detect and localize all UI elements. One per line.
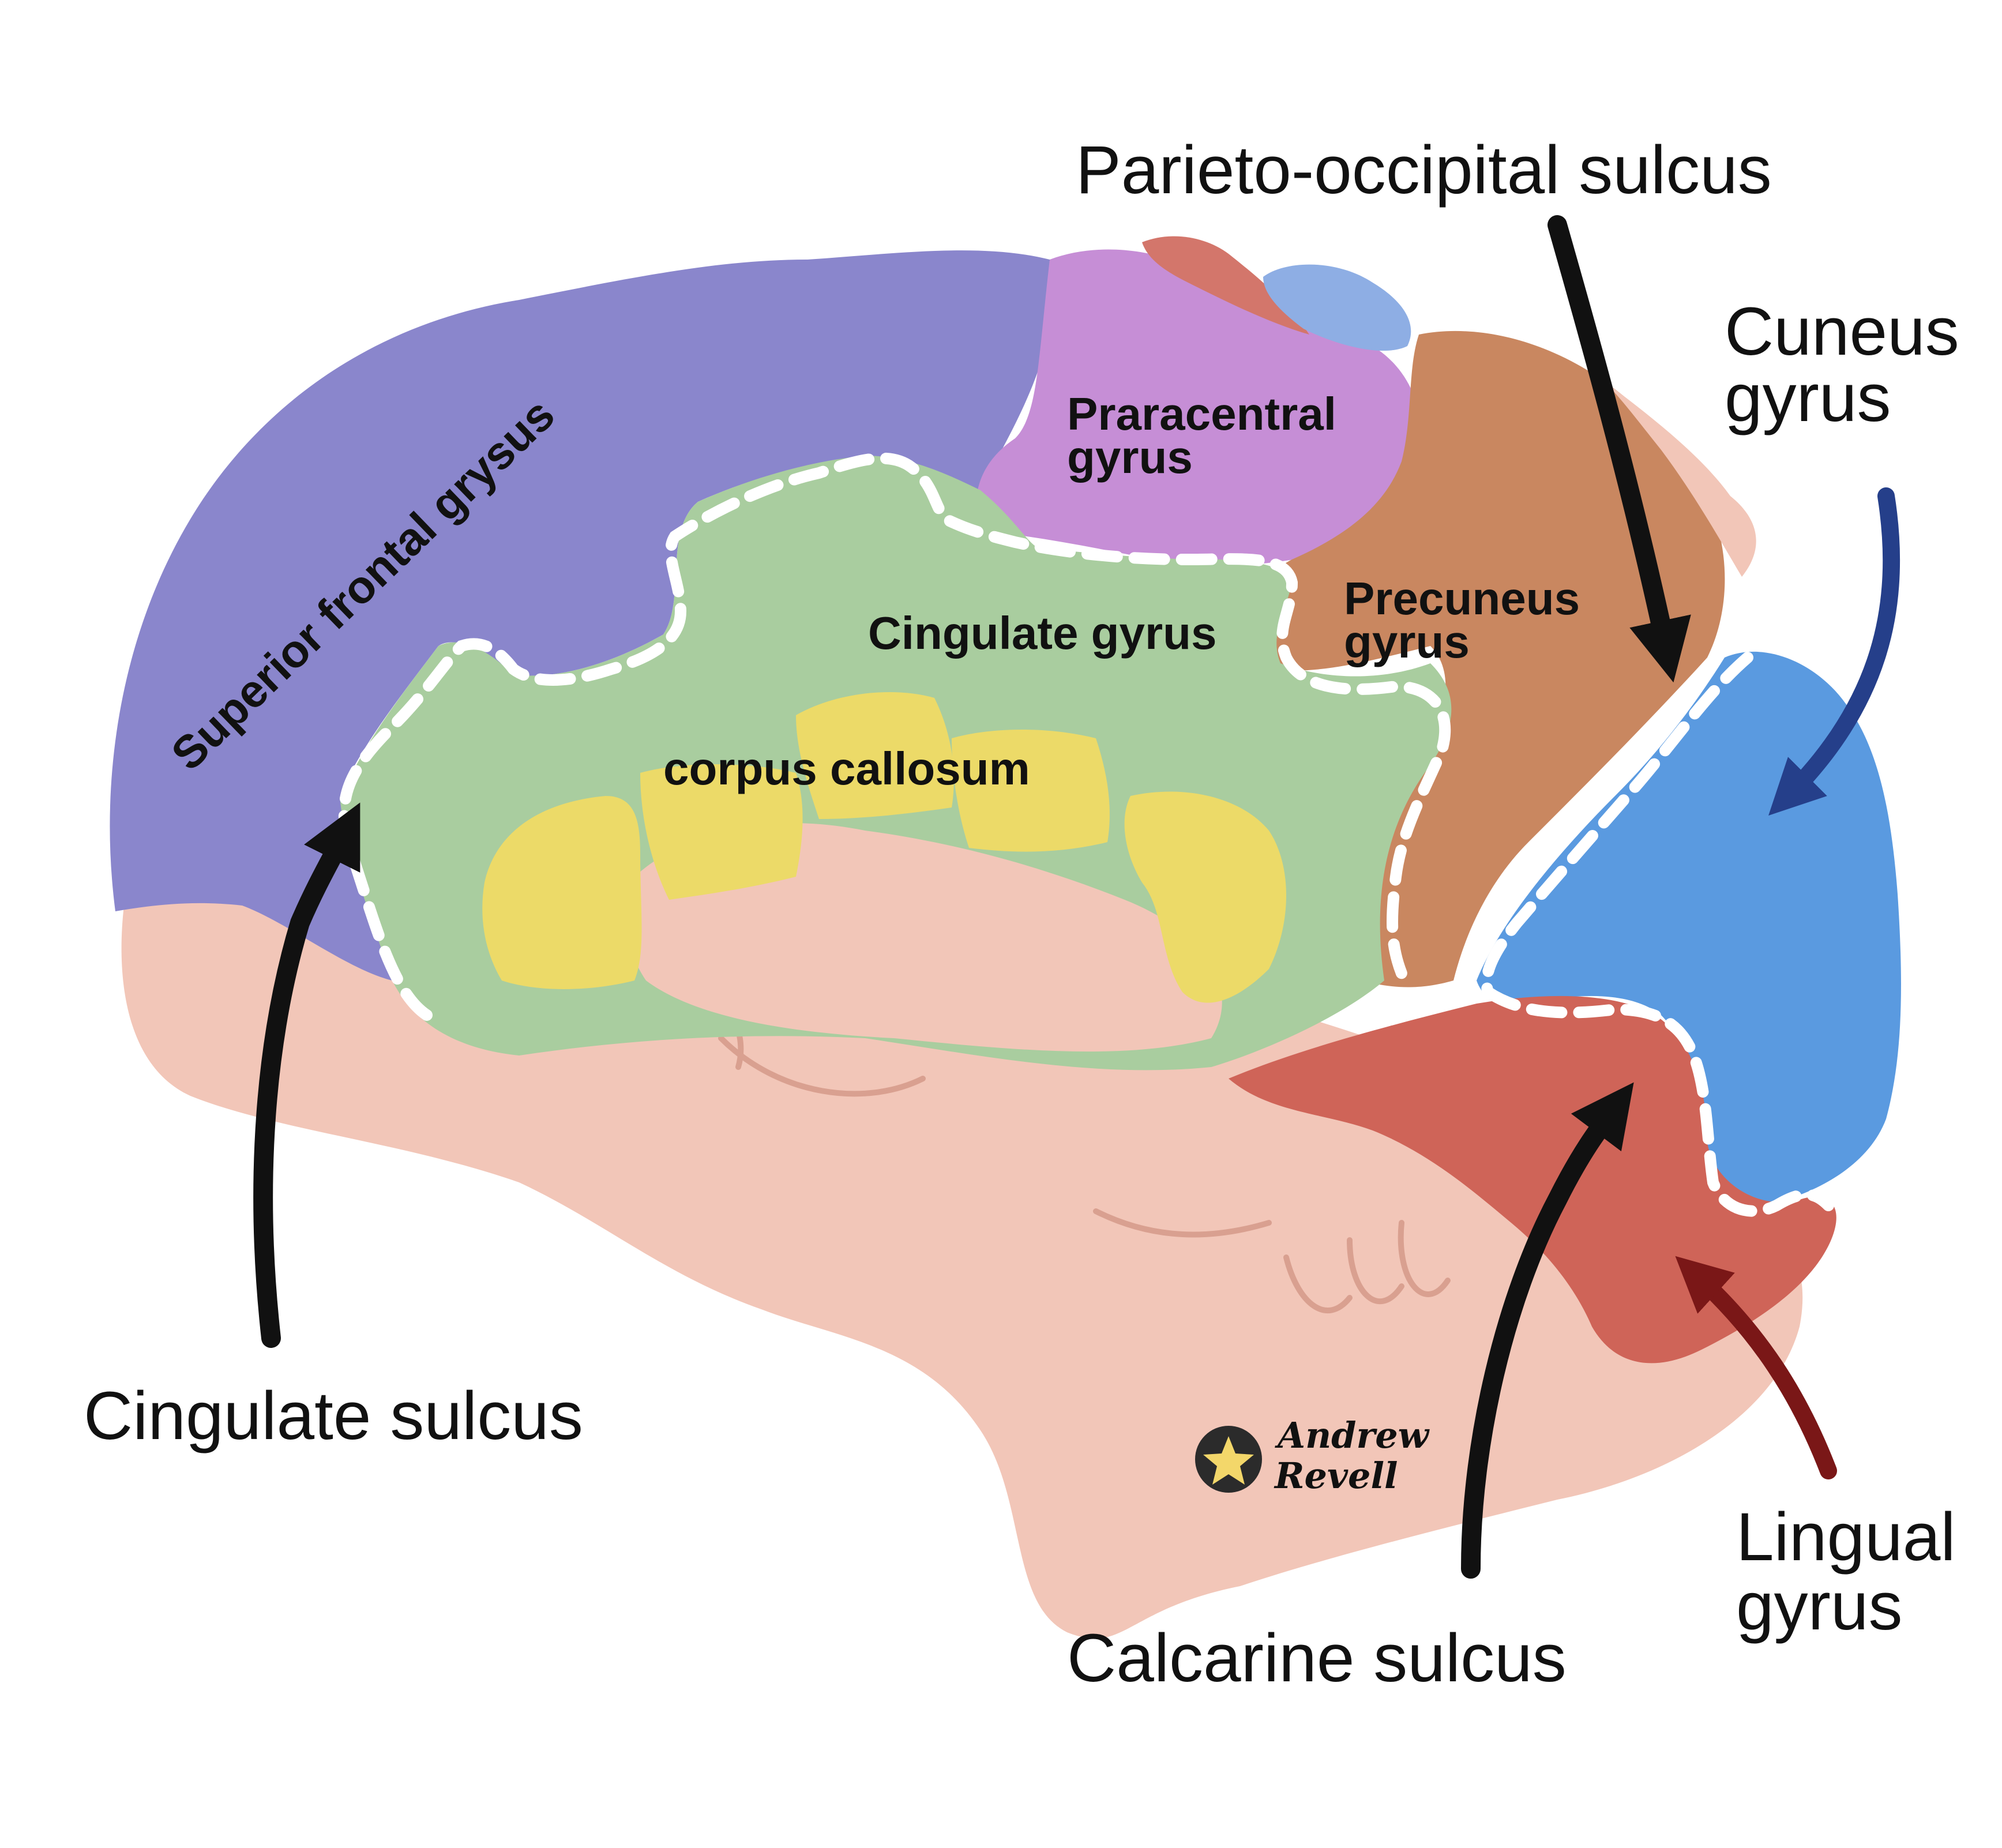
cuneus-callout-line2: gyrus bbox=[1725, 360, 1891, 436]
cingulate-gyrus-label: Cingulate gyrus bbox=[868, 607, 1217, 659]
calcarine-callout-line: Calcarine sulcus bbox=[1067, 1620, 1567, 1696]
cingulate-sulcus-callout: Cingulate sulcus bbox=[84, 1378, 583, 1454]
star-shape bbox=[1203, 1436, 1254, 1485]
cingulate-sulcus-arrow bbox=[253, 802, 360, 1348]
cingulate-sulcus-callout-line: Cingulate sulcus bbox=[84, 1378, 583, 1454]
cingulate-sulcus-outline bbox=[338, 452, 1451, 1021]
precuneus-gyrus-region bbox=[1248, 330, 1725, 987]
parieto-occipital-callout: Parieto-occipital sulcus bbox=[1076, 132, 1772, 208]
calcarine-callout: Calcarine sulcus bbox=[1067, 1620, 1567, 1696]
lingual-callout-line1: Lingual bbox=[1736, 1499, 1956, 1575]
precuneus-label-line2: gyrus bbox=[1344, 616, 1470, 667]
corpus-callosum-region bbox=[482, 692, 1286, 1003]
paracentral-label: Praracentral gyrus bbox=[1067, 388, 1349, 483]
parieto-occipital-arrow bbox=[1547, 215, 1691, 683]
top-blue-strip bbox=[1263, 264, 1411, 351]
precuneus-label-line1: Precuneus bbox=[1344, 573, 1580, 624]
corpus-callosum-label-line: corpus callosum bbox=[663, 743, 1030, 794]
lingual-callout: Lingual gyrus bbox=[1736, 1499, 1974, 1644]
parieto-occipital-callout-line: Parieto-occipital sulcus bbox=[1076, 132, 1772, 208]
top-red-strip bbox=[1142, 236, 1309, 335]
superior-frontal-gyrus-region bbox=[110, 250, 1053, 981]
calcarine-sulcus-arrow bbox=[1461, 1082, 1634, 1579]
paracentral-label-line1: Praracentral bbox=[1067, 388, 1336, 440]
cingulate-gyrus-label-line: Cingulate gyrus bbox=[868, 607, 1217, 659]
calcarine-sulcus-outline bbox=[1482, 986, 1834, 1217]
cuneus-callout: Cuneus gyrus bbox=[1725, 294, 1978, 436]
signature-line2: Revell bbox=[1274, 1455, 1398, 1497]
signature-line1: Andrew bbox=[1275, 1414, 1430, 1456]
lingual-arrow bbox=[1675, 1256, 1837, 1479]
lingual-callout-line2: gyrus bbox=[1736, 1568, 1903, 1644]
paracentral-label-line2: gyrus bbox=[1067, 431, 1193, 483]
cuneus-arrow bbox=[1768, 487, 1900, 816]
corpus-callosum-label: corpus callosum bbox=[663, 743, 1030, 794]
posterior-rim bbox=[1603, 381, 1756, 577]
signature-logo: Andrew Revell bbox=[1195, 1414, 1441, 1497]
precuneus-label: Precuneus gyrus bbox=[1344, 573, 1592, 667]
parieto-occipital-sulcus-outline bbox=[1481, 652, 1753, 998]
cuneus-callout-line1: Cuneus bbox=[1725, 294, 1959, 370]
signature-text: Andrew Revell bbox=[1274, 1414, 1441, 1497]
